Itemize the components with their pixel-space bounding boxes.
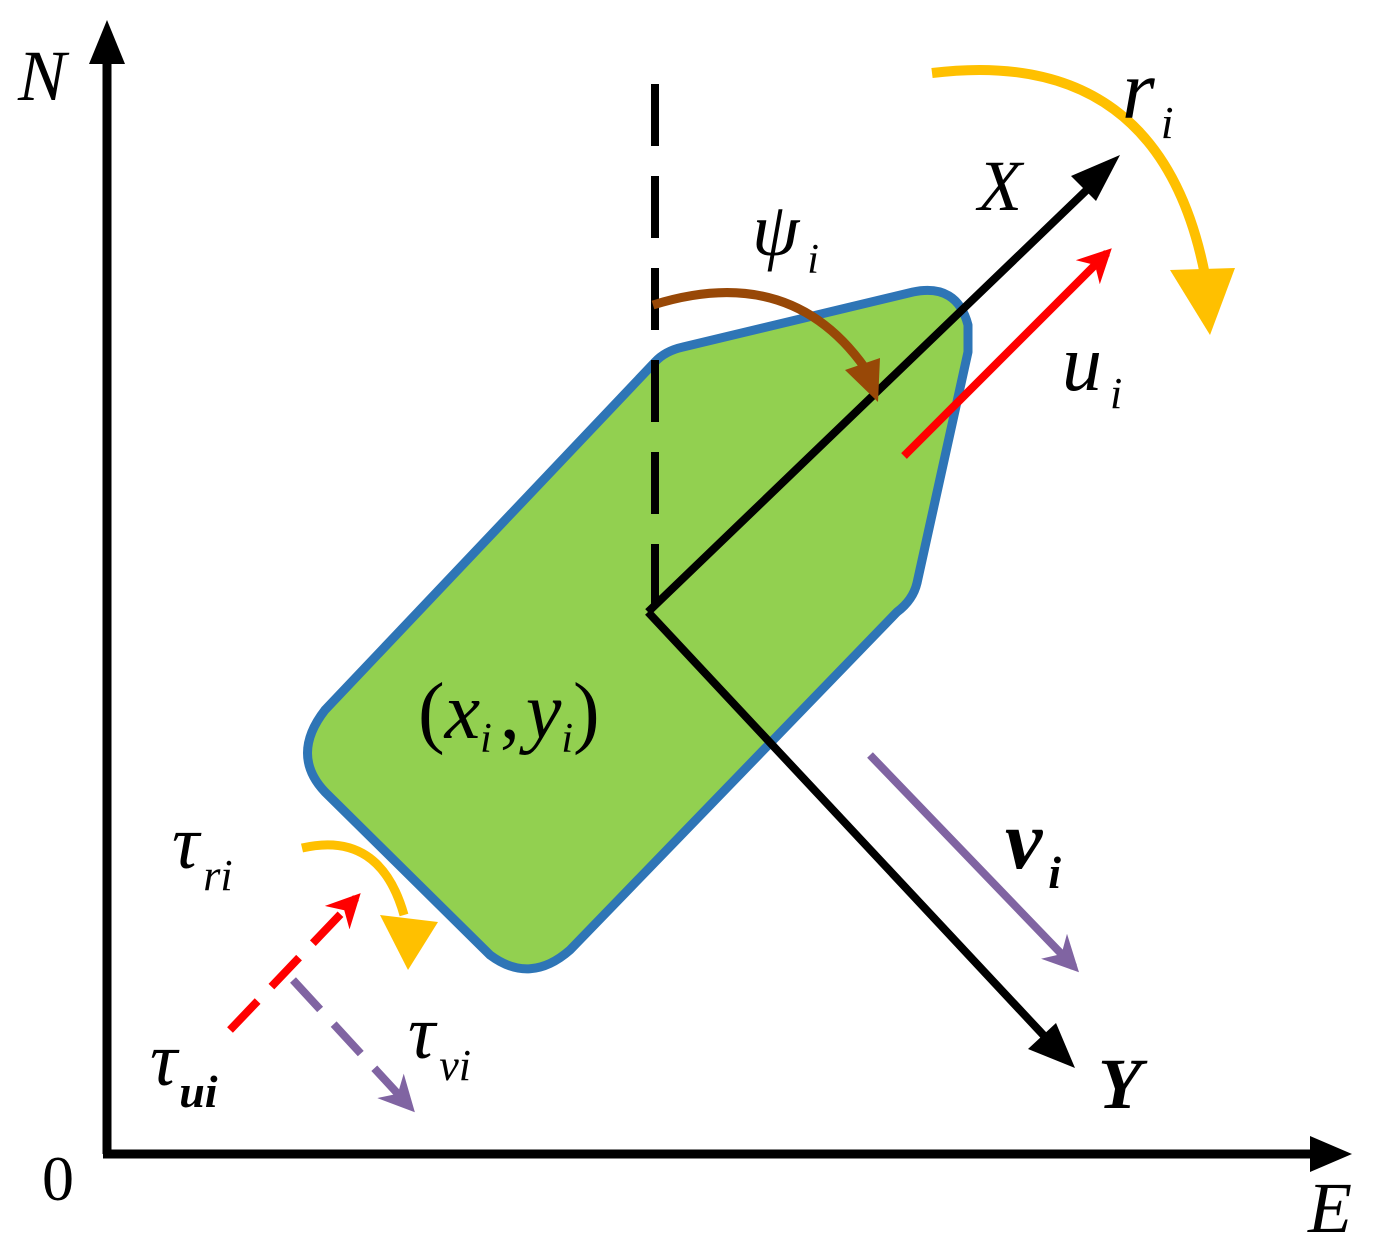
east-arrowhead [1310, 1136, 1352, 1172]
yaw-rate-symbol: r [1122, 44, 1155, 137]
tau-u-sub: ui [179, 1066, 218, 1117]
tau-r-label: τri [172, 801, 233, 900]
north-arrowhead [89, 20, 125, 64]
tau-v-label: τvi [408, 991, 471, 1090]
tau-v-symbol: τ [408, 991, 438, 1075]
yaw-rate-arc [931, 65, 1210, 276]
tau-r-arc [300, 840, 409, 917]
heading-arc [651, 288, 869, 371]
surge-velocity-symbol: u [1062, 320, 1102, 408]
position-y: y [519, 668, 562, 756]
heading-symbol: ψ [752, 188, 801, 272]
tau-u-label: τui [150, 1018, 218, 1117]
east-label: E [1307, 1168, 1352, 1248]
sway-velocity-symbol: v [1005, 794, 1044, 887]
body-x-axis [645, 179, 1098, 615]
position-comma: , [500, 668, 520, 756]
body-y-arrowhead [1028, 1023, 1075, 1068]
tau-r-arrowhead [380, 915, 438, 970]
surge-velocity-arrow [901, 248, 1112, 459]
body-x-label: X [975, 146, 1025, 226]
position-x-sub: i [480, 716, 492, 762]
tau-r-symbol: τ [172, 801, 202, 885]
origin-label: 0 [42, 1143, 74, 1214]
body-y-label: Y [1098, 1044, 1148, 1124]
sway-velocity-sub: i [1048, 847, 1061, 898]
position-x: x [444, 668, 481, 756]
tau-r-sub: ri [203, 851, 232, 900]
position-label: (xi,yi) [418, 668, 600, 762]
surge-velocity-sub: i [1110, 369, 1122, 418]
tau-v-arrow [290, 977, 415, 1113]
north-label: N [17, 36, 70, 116]
heading-sub: i [807, 237, 819, 283]
tau-v-sub: vi [439, 1041, 471, 1090]
position-close: ) [573, 668, 600, 756]
body-frame [645, 155, 1120, 1068]
tau-u-arrow [227, 893, 361, 1033]
body-y-axis [645, 609, 1051, 1043]
heading-arc-arrowhead [845, 358, 880, 402]
yaw-rate-arrowhead [1170, 268, 1235, 335]
position-y-sub: i [561, 716, 573, 762]
yaw-rate-sub: i [1161, 97, 1174, 148]
tau-u-symbol: τ [150, 1018, 180, 1102]
earth-axes [89, 20, 1352, 1172]
sway-velocity-arrow [867, 752, 1079, 973]
body-x-arrowhead [1071, 155, 1120, 201]
position-open: ( [418, 668, 445, 756]
